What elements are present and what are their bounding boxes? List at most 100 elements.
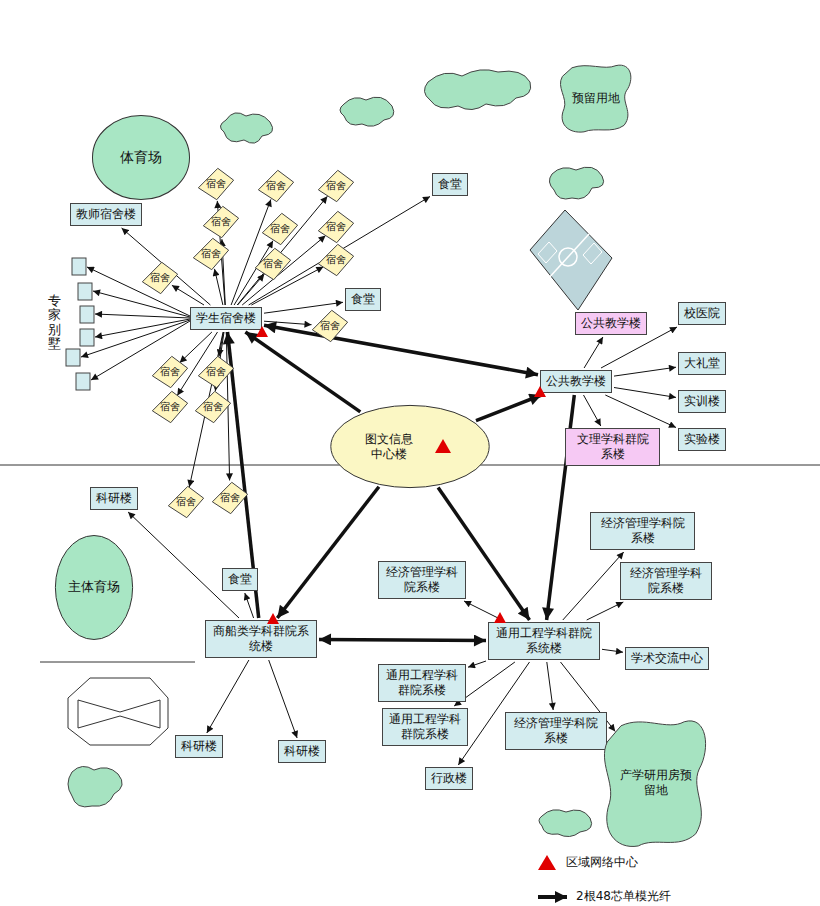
connector: [128, 512, 239, 618]
department-box: 文理学科群院系楼: [565, 428, 660, 466]
node-label: 大礼堂: [684, 356, 720, 371]
library-center-outline: [330, 405, 490, 488]
reserved-land: 预留用地: [556, 62, 636, 134]
dorm-diamond: 宿舍: [152, 356, 188, 388]
football-field: [530, 210, 612, 310]
canteen-box: 食堂: [222, 568, 258, 591]
department-box: 通用工程学科群院系楼: [382, 708, 468, 746]
connector: [614, 388, 676, 398]
exchange-center-box: 学术交流中心: [625, 647, 709, 670]
dorm-diamond: 宿舍: [198, 356, 234, 388]
vertical-label: 专家别墅: [48, 294, 61, 351]
node-label: 宿舍: [266, 180, 286, 193]
node-label: 公共教学楼: [546, 374, 606, 389]
fiber-link: [245, 332, 360, 412]
department-box: 通用工程学科群院系楼: [378, 664, 466, 702]
fiber-link: [277, 487, 379, 618]
node-label: 实训楼: [684, 394, 720, 409]
node-label: 宿舍: [150, 272, 170, 285]
node-label: 科研楼: [181, 739, 217, 754]
connector: [584, 337, 603, 368]
node-label: 宿舍: [326, 254, 346, 267]
connector: [614, 367, 676, 376]
connector: [249, 197, 430, 306]
department-box: 经济管理学科院系楼: [620, 562, 712, 600]
node-label: 校医院: [684, 306, 720, 321]
legend-text: 区域网络中心: [566, 855, 638, 870]
dorm-diamond: 宿舍: [255, 248, 291, 280]
teacher-dorm-box: 教师宿舍楼: [70, 203, 142, 226]
node-label: 经济管理学科院系楼: [626, 566, 706, 596]
connector: [584, 395, 601, 426]
reserved-land: 产学研用房预留地: [598, 715, 713, 850]
stadium: 体育场: [92, 115, 190, 200]
node-label: 经济管理学科院系楼: [596, 516, 689, 546]
node-label: 文理学科群院系楼: [571, 432, 654, 462]
node-label: 宿舍: [211, 216, 231, 229]
connector: [547, 662, 553, 710]
node-label: 体育场: [120, 149, 162, 167]
node-label: 宿舍: [160, 401, 180, 414]
dorm-diamond: 宿舍: [168, 486, 204, 518]
node-label: 学生宿舍楼: [196, 311, 256, 326]
connector: [605, 395, 676, 428]
teaching-box: 公共教学楼: [540, 370, 612, 393]
dorm-diamond: 宿舍: [318, 244, 354, 276]
dorm-diamond: 宿舍: [212, 482, 248, 514]
dorm-diamond: 宿舍: [142, 262, 178, 294]
node-label: 宿舍: [263, 258, 283, 271]
node-label: 教师宿舍楼: [76, 207, 136, 222]
connector: [189, 332, 223, 487]
node-label: 实验楼: [684, 432, 720, 447]
connector: [264, 321, 312, 325]
fiber-link: [438, 487, 529, 620]
dorm-diamond: 宿舍: [312, 310, 348, 342]
research-box: 科研楼: [90, 487, 138, 510]
connector: [172, 285, 204, 305]
connector: [464, 601, 502, 620]
research-box: 科研楼: [278, 740, 326, 763]
department-box: 商船类学科群院系统楼: [205, 620, 317, 658]
building-box: 大礼堂: [678, 352, 726, 375]
fiber-link: [476, 395, 542, 421]
building-box: 实验楼: [678, 428, 726, 451]
node-label: 宿舍: [201, 248, 221, 261]
connector: [215, 269, 223, 305]
dorm-diamond: 宿舍: [258, 170, 294, 202]
node-label: 公共教学楼: [581, 316, 641, 331]
canteen-box: 食堂: [345, 288, 381, 311]
node-label: 食堂: [228, 572, 252, 587]
network-center: [494, 612, 506, 623]
department-box: 经济管理学科院系楼: [378, 561, 466, 599]
fiber-link: [319, 639, 486, 640]
node-label: 宿舍: [326, 221, 346, 234]
network-center: [534, 386, 546, 397]
dorm-diamond: 宿舍: [318, 170, 354, 202]
node-label: 预留用地: [572, 91, 620, 106]
connector: [237, 196, 327, 305]
node-label: 宿舍: [176, 496, 196, 509]
network-center: [256, 326, 268, 337]
network-center: [267, 613, 279, 624]
node-label: 主体育场: [68, 579, 120, 595]
canteen-box: 食堂: [432, 173, 468, 196]
connector: [231, 199, 271, 305]
node-label: 宿舍: [270, 223, 290, 236]
node-label: 经济管理学科院系楼: [384, 565, 460, 595]
dorm-diamond: 宿舍: [198, 168, 234, 200]
node-label: 食堂: [351, 292, 375, 307]
connector: [563, 552, 624, 620]
connector: [180, 332, 212, 363]
stadium-outline: [68, 678, 168, 745]
main-stadium: 主体育场: [55, 535, 133, 640]
department-box: 经济管理学科院系楼: [505, 712, 607, 750]
green-area: [68, 70, 604, 837]
building-box: 实训楼: [678, 390, 726, 413]
legend-text: 2根48芯单模光纤: [576, 889, 671, 904]
department-box: 通用工程学科群院系统楼: [488, 622, 600, 660]
network-center: [435, 439, 451, 453]
node-label: 科研楼: [284, 744, 320, 759]
node-label: 宿舍: [206, 178, 226, 191]
dorm-diamond: 宿舍: [195, 391, 231, 423]
connector: [269, 660, 297, 738]
